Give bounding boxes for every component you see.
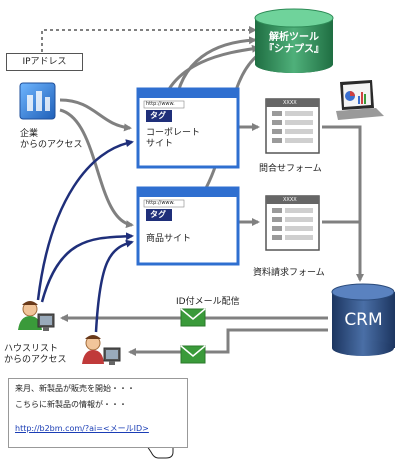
- mail-envelope-icon-1: [180, 308, 206, 327]
- mail-envelope-icon-2: [180, 345, 206, 364]
- email-line-1: 来月、新製品が販売を開始・・・: [15, 384, 135, 393]
- analysis-tool-label: 解析ツール 『シナプス』: [258, 32, 330, 56]
- crm-to-second-user-arrow: [128, 328, 328, 356]
- corporate-site-line1: コーポレート: [146, 128, 201, 138]
- ip-to-analysis-line: [41, 26, 257, 52]
- company-access-line1: 企業: [20, 129, 39, 139]
- email-preview-box: 来月、新製品が販売を開始・・・ こちらに新製品の情報が・・・ http://b2…: [8, 378, 188, 448]
- analysis-db-icon: [254, 8, 334, 73]
- analysis-tool-line1: 解析ツール: [269, 32, 319, 43]
- request-form-label: 資料請求フォーム: [253, 268, 325, 278]
- houselist-access-line1: ハウスリスト: [4, 344, 59, 354]
- user2-to-product-arrow: [94, 239, 134, 333]
- corporate-tag-label: タグ: [150, 111, 166, 120]
- company-access-line2: からのアクセス: [20, 140, 83, 150]
- contact-form-icon: [265, 98, 320, 154]
- email-line-2: こちらに新製品の情報が・・・: [15, 400, 127, 409]
- houselist-to-corporate-arrow: [36, 139, 134, 301]
- mail-delivery-label: ID付メール配信: [176, 297, 240, 307]
- houselist-access-line2: からのアクセス: [4, 355, 67, 365]
- ip-address-box: IPアドレス: [6, 53, 83, 71]
- company-to-corporate-arrow: [59, 98, 132, 132]
- product-site-label: 商品サイト: [146, 234, 192, 244]
- houselist-to-product-arrow: [40, 232, 134, 303]
- analysis-tool-line2: 『シナプス』: [264, 44, 324, 55]
- flow-lines-navy: [36, 139, 134, 333]
- contact-to-crm-line: [322, 125, 364, 282]
- company-access-label: 企業 からのアクセス: [20, 129, 83, 151]
- product-site-browser: [136, 186, 240, 266]
- email-tracking-link[interactable]: http://b2bm.com/?ai=<メールID>: [15, 424, 149, 433]
- corporate-site-line2: サイト: [146, 139, 174, 149]
- laptop-chart-icon: [336, 80, 384, 120]
- person-pc-icon-1: [18, 301, 55, 331]
- building-icon: [19, 82, 56, 120]
- crm-label: CRM: [344, 310, 383, 330]
- corporate-url-text: http://www.: [146, 101, 175, 107]
- contact-form-header: XXXX: [283, 100, 297, 106]
- person-pc-icon-2: [82, 335, 121, 365]
- request-form-icon: [265, 195, 320, 251]
- product-tag-label: タグ: [150, 210, 166, 219]
- houselist-access-label: ハウスリスト からのアクセス: [4, 344, 67, 366]
- company-to-product-arrow: [59, 108, 134, 229]
- corporate-site-label: コーポレート サイト: [146, 128, 200, 150]
- contact-form-label: 問合せフォーム: [259, 164, 322, 174]
- ip-address-label: IPアドレス: [22, 57, 67, 67]
- request-form-header: XXXX: [283, 197, 297, 203]
- corporate-site-browser: [136, 87, 240, 169]
- crm-db-icon: [331, 283, 395, 356]
- product-url-text: http://www.: [146, 200, 175, 206]
